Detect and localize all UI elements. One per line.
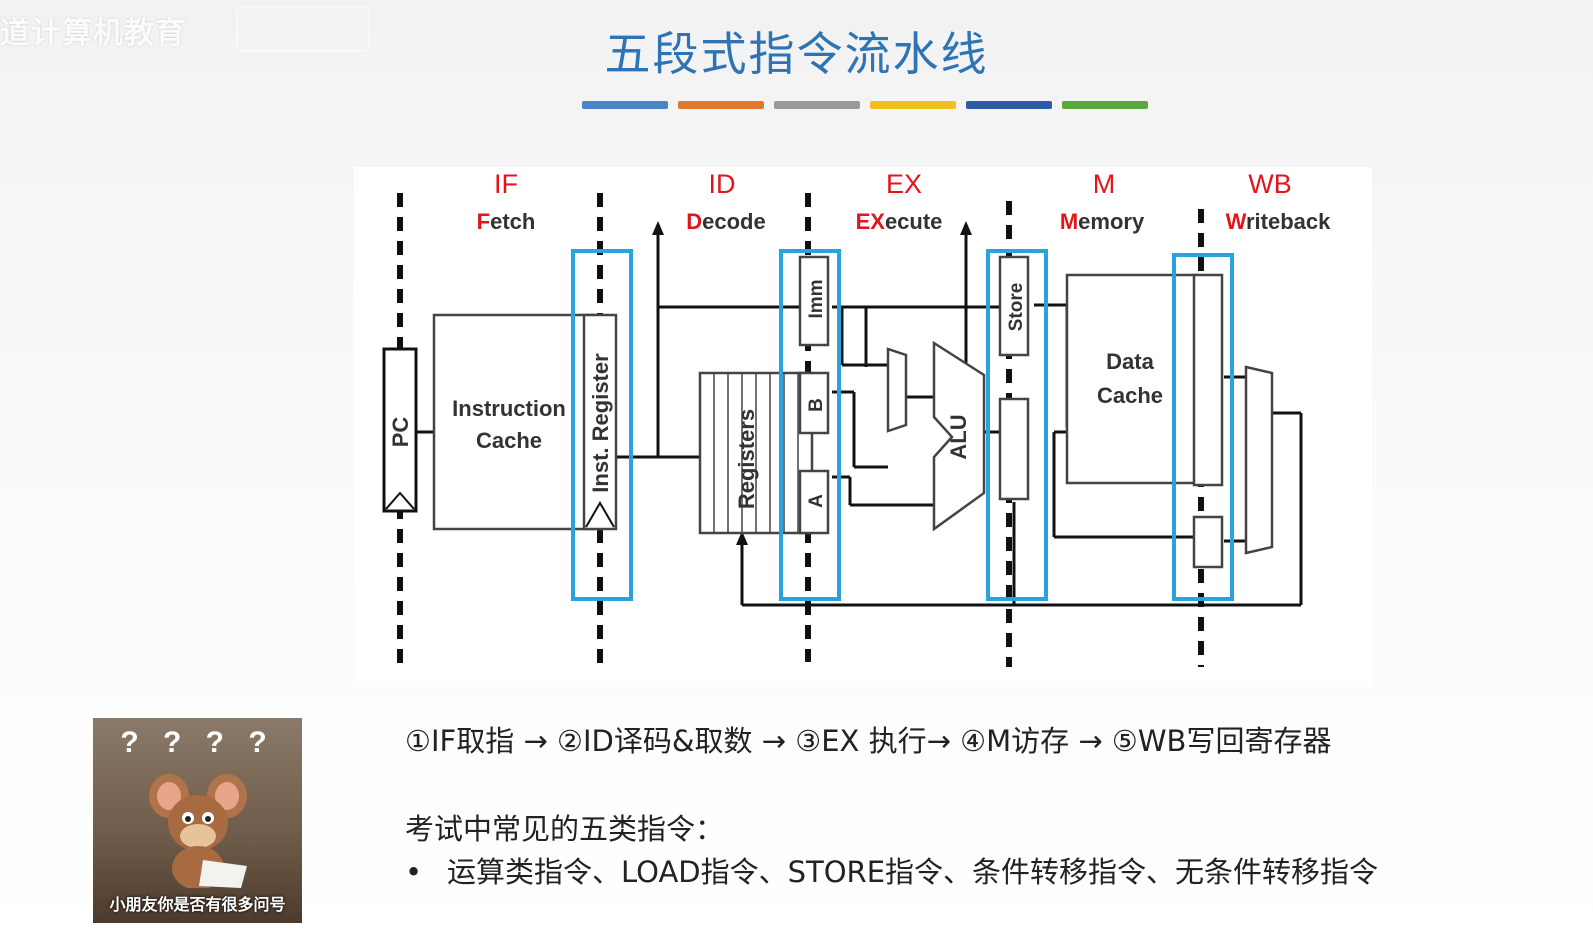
- instruction-cache-label-2: Cache: [476, 428, 542, 453]
- registers-label: Registers: [734, 409, 759, 509]
- store-register: [998, 255, 1030, 357]
- meme-question-marks: ? ? ? ?: [120, 726, 275, 759]
- m-wb-highlight: [1172, 253, 1234, 601]
- accent-bar: [774, 101, 860, 109]
- stage-m-initial: M: [1060, 209, 1078, 234]
- wb-alu-register: [1192, 515, 1224, 569]
- instruction-cache-label-1: Instruction: [452, 396, 566, 421]
- id-ex-highlight: [779, 249, 841, 601]
- instruction-cache: [432, 313, 596, 531]
- b-label: B: [806, 398, 827, 412]
- page-title: 五段式指令流水线: [604, 27, 989, 81]
- meme-image: ? ? ? ? 小朋友你是否有很多问号: [93, 718, 302, 923]
- pipeline-register-highlights: [571, 249, 1234, 601]
- accent-bar: [678, 101, 764, 109]
- data-cache-label-2: Cache: [1097, 383, 1163, 408]
- stage-wb-word: Writeback: [1226, 209, 1332, 234]
- alu: [932, 340, 986, 532]
- accent-bar: [870, 101, 956, 109]
- stage-wb-initial: W: [1226, 209, 1247, 234]
- alu-label: ALU: [946, 414, 971, 459]
- data-cache-label-1: Data: [1106, 349, 1154, 374]
- pipeline-svg: IF Fetch ID Decode EX EXecute M Memory W…: [382, 169, 1332, 672]
- data-cache: [1065, 273, 1199, 485]
- accent-bar: [1062, 101, 1148, 109]
- stage-id-rest: ecode: [702, 209, 766, 234]
- stage-id-abbr: ID: [709, 169, 736, 199]
- b-register: [798, 371, 830, 435]
- alu-input-mux: [886, 347, 908, 433]
- stage-if-rest: etch: [490, 209, 535, 234]
- if-id-highlight: [571, 249, 633, 601]
- writeback-mux: [1244, 365, 1274, 555]
- stage-wb-rest: riteback: [1246, 209, 1331, 234]
- a-register: [798, 469, 830, 535]
- alu-output-register: [998, 397, 1030, 501]
- accent-bar: [966, 101, 1052, 109]
- pipeline-diagram: IF Fetch ID Decode EX EXecute M Memory W…: [354, 167, 1372, 687]
- pc-label: PC: [388, 417, 413, 448]
- register-file-rows: [713, 373, 799, 533]
- stage-if-initial: F: [477, 209, 490, 234]
- stage-ex-abbr: EX: [886, 169, 922, 199]
- ex-m-highlight: [986, 249, 1048, 601]
- title-accent-bars: [582, 101, 1148, 109]
- list-bullet: •: [405, 855, 423, 889]
- pc-register: [382, 347, 418, 513]
- imm-register: [798, 255, 830, 347]
- exam-instruction-list: • 运算类指令、LOAD指令、STORE指令、条件转移指令、无条件转移指令: [405, 849, 1378, 891]
- pipeline-flow-text: ①IF取指 → ②ID译码&取数 → ③EX 执行→ ④M访存 → ⑤WB写回寄…: [405, 724, 1332, 758]
- stage-id-word: Decode: [686, 209, 765, 234]
- stage-ex-word: EXecute: [856, 209, 943, 234]
- stage-m-abbr: M: [1093, 169, 1116, 199]
- bilibili-logo-icon: [236, 6, 370, 52]
- inst-register-label: Inst. Register: [588, 353, 613, 493]
- imm-label: Imm: [806, 279, 827, 318]
- stage-id-initial: D: [686, 209, 702, 234]
- jerry-mouse-icon: [149, 774, 247, 888]
- instruction-register: [582, 313, 618, 531]
- stage-m-word: Memory: [1060, 209, 1145, 234]
- stage-ex-rest: ecute: [885, 209, 942, 234]
- stage-wb-abbr: WB: [1248, 169, 1292, 199]
- stage-if-abbr: IF: [494, 169, 518, 199]
- arrowheads: [652, 221, 972, 545]
- accent-bar: [582, 101, 668, 109]
- wires: [414, 229, 1303, 607]
- stage-ex-initial: EX: [856, 209, 886, 234]
- store-label: Store: [1006, 283, 1027, 332]
- stage-if-word: Fetch: [477, 209, 536, 234]
- exam-list-text: 运算类指令、LOAD指令、STORE指令、条件转移指令、无条件转移指令: [447, 855, 1379, 889]
- channel-watermark: 道计算机教育: [0, 16, 186, 51]
- a-label: A: [806, 494, 827, 508]
- memory-data-register: [1192, 273, 1224, 487]
- exam-title: 考试中常见的五类指令：: [405, 812, 725, 846]
- meme-caption: 小朋友你是否有很多问号: [109, 895, 286, 914]
- stage-m-rest: emory: [1078, 209, 1145, 234]
